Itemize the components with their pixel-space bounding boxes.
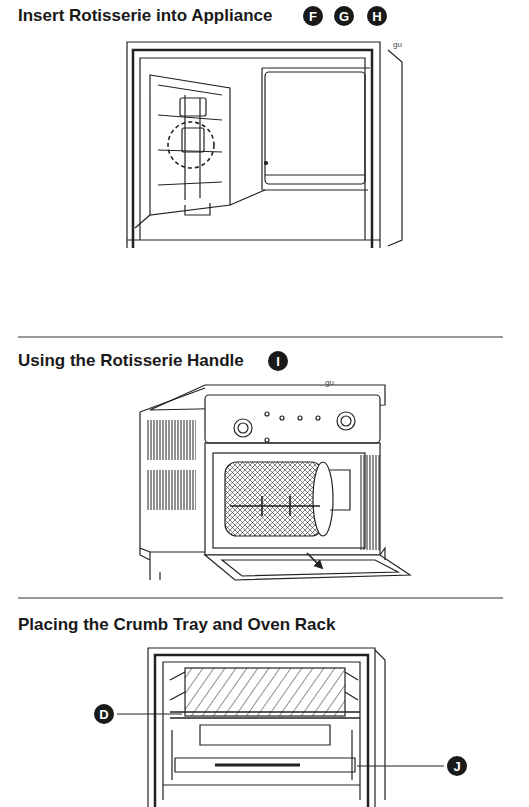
callout-letter: J (447, 756, 467, 776)
callout-letter: G (334, 6, 354, 26)
oven-interior-figure (150, 75, 230, 215)
leader-line (357, 766, 444, 767)
section-heading: Placing the Crumb Tray and Oven Rack (18, 615, 335, 635)
section-heading: Insert Rotisserie into Appliance (18, 6, 272, 26)
callout-letter: F (303, 6, 323, 26)
oven-rack-figure (148, 648, 385, 807)
oven-rack-figure (148, 648, 375, 807)
oven-rotisserie-figure (222, 560, 398, 576)
callout-letter: I (268, 351, 288, 371)
oven-rotisserie-figure (341, 416, 351, 426)
callout-letter: D (94, 704, 114, 724)
oven-interior-figure (185, 95, 200, 200)
callout-text: H (372, 10, 381, 23)
callout-letter: H (367, 6, 387, 26)
oven-interior-figure (262, 68, 370, 190)
oven-interior-figure (182, 128, 204, 152)
oven-interior-figure (265, 162, 268, 165)
oven-rotisserie-figure (238, 423, 248, 433)
oven-interior-figure (388, 50, 402, 246)
leader-line (117, 714, 182, 715)
oven-rotisserie-figure (280, 416, 284, 420)
oven-interior-figure (140, 58, 365, 240)
oven-rotisserie-figure (265, 438, 269, 442)
oven-rack-figure (175, 758, 355, 772)
oven-rotisserie-figure (146, 470, 196, 510)
oven-interior-figure (180, 98, 206, 116)
brand-mark: gu (393, 40, 402, 49)
brand-mark: gu (325, 378, 334, 387)
oven-interior-figure (135, 190, 265, 228)
callout-text: F (309, 10, 317, 23)
oven-interior-figure (265, 72, 365, 184)
oven-interior-figure (127, 42, 380, 248)
oven-rotisserie-figure (360, 455, 380, 550)
oven-rotisserie-figure (213, 453, 365, 548)
callout-text: I (276, 355, 280, 368)
callout-text: J (453, 760, 460, 773)
oven-rotisserie-figure (380, 548, 385, 560)
oven-rotisserie-figure (146, 420, 196, 460)
oven-rotisserie-figure (140, 385, 410, 580)
oven-rotisserie-figure (265, 412, 269, 416)
separator-line (18, 337, 503, 598)
oven-rack-figure (163, 662, 360, 800)
oven-rack-figure (185, 668, 345, 716)
oven-rotisserie-figure (337, 412, 355, 430)
separator-line (18, 337, 503, 338)
oven-rotisserie-figure (140, 388, 205, 552)
oven-interior-figure (265, 174, 365, 175)
oven-rotisserie-figure (307, 553, 322, 568)
oven-rotisserie-figure (234, 419, 252, 437)
oven-rotisserie-figure (205, 395, 380, 443)
oven-rotisserie-figure (313, 462, 333, 536)
oven-interior-figure (127, 239, 380, 240)
callout-text: D (99, 708, 108, 721)
oven-rotisserie-figure (205, 443, 380, 555)
oven-rack-figure (170, 672, 358, 700)
oven-rack-figure (215, 764, 300, 767)
oven-interior-figure (133, 50, 372, 248)
oven-rack-figure (170, 712, 360, 718)
oven-rotisserie-figure (298, 416, 302, 420)
oven-interior-figure (158, 85, 222, 185)
leader-line (117, 714, 444, 766)
separator-line (18, 598, 503, 599)
oven-rack-figure (200, 725, 330, 745)
oven-rack-figure (155, 655, 368, 807)
oven-rack-figure (375, 650, 385, 800)
callout-text: G (339, 10, 349, 23)
oven-rotisserie-figure (225, 462, 323, 536)
oven-interior-figure (185, 203, 210, 215)
oven-rack-figure (163, 784, 360, 785)
oven-rotisserie-figure (316, 416, 320, 420)
oven-rotisserie-figure (230, 496, 320, 516)
oven-rotisserie-figure (205, 555, 410, 580)
oven-rotisserie-figure (330, 470, 350, 510)
oven-rotisserie-figure (140, 548, 160, 580)
oven-interior-figure (168, 122, 214, 168)
section-heading: Using the Rotisserie Handle (18, 351, 244, 371)
oven-interior-figure (127, 42, 402, 248)
